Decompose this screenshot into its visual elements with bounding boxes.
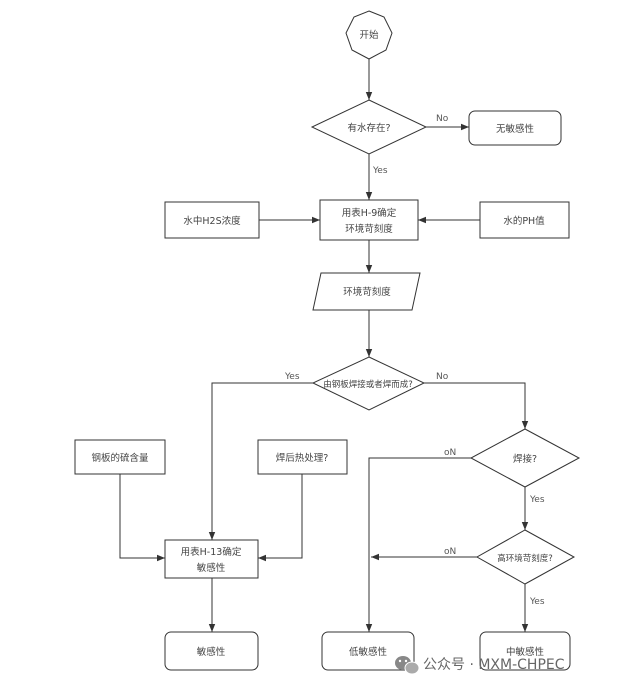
node-low-sensitivity: 低敏感性: [321, 631, 415, 671]
node-h2s: 水中H2S浓度: [164, 201, 260, 239]
node-sulfur: 钢板的硫含量: [74, 439, 166, 475]
watermark: 公众号 · MXM-CHPEC: [395, 656, 565, 675]
label-high-yes: Yes: [529, 597, 545, 607]
steel-question-label: 由钢板焊接或者焊而成?: [323, 379, 413, 390]
label-water-no: No: [436, 114, 449, 124]
weld-question-label: 焊接?: [513, 453, 537, 465]
node-has-water: 有水存在?: [310, 99, 428, 155]
watermark-text: 公众号 · MXM-CHPEC: [423, 657, 565, 673]
node-ph: 水的PH值: [479, 201, 570, 239]
table-h13-line2: 敏感性: [197, 562, 226, 574]
env-severity-label: 环境苛刻度: [343, 286, 391, 298]
edge-labels: No Yes Yes No oN Yes oN Yes: [284, 114, 545, 607]
no-sensitivity-label: 无敏感性: [496, 123, 535, 135]
edge-weld-low: [365, 457, 471, 632]
node-weld-question: 焊接?: [469, 428, 581, 488]
node-mid-sensitivity: 中敏感性: [479, 631, 571, 671]
label-water-yes: Yes: [372, 166, 388, 176]
node-sensitivity: 敏感性: [164, 631, 259, 671]
edge-steel-h13: [208, 382, 313, 540]
edges: [119, 59, 529, 632]
label-weld-yes: Yes: [529, 495, 545, 505]
wechat-icon: [395, 656, 420, 675]
label-steel-no: No: [436, 372, 449, 382]
label-steel-yes: Yes: [284, 372, 300, 382]
label-high-no: oN: [444, 547, 456, 557]
node-pwht: 焊后热处理?: [257, 439, 348, 475]
edge-steel-weld: [424, 382, 529, 429]
h2s-label: 水中H2S浓度: [183, 215, 241, 227]
table-h9-line2: 环境苛刻度: [345, 223, 393, 235]
low-sensitivity-label: 低敏感性: [349, 646, 388, 658]
node-table-h13: 用表H-13确定 敏感性: [164, 539, 259, 579]
node-high-severity: 高环境苛刻度?: [475, 529, 576, 585]
node-env-severity: 环境苛刻度: [312, 272, 421, 311]
edge-sulfur-h13: [119, 474, 165, 562]
node-no-sensitivity: 无敏感性: [468, 110, 562, 146]
sensitivity-label: 敏感性: [197, 646, 226, 658]
node-steel-question: 由钢板焊接或者焊而成?: [311, 356, 426, 411]
mid-sensitivity-label: 中敏感性: [506, 646, 545, 658]
ph-label: 水的PH值: [503, 215, 545, 227]
table-h13-line1: 用表H-13确定: [181, 546, 242, 558]
has-water-label: 有水存在?: [347, 122, 390, 134]
pwht-label: 焊后热处理?: [276, 452, 329, 464]
start-label: 开始: [359, 29, 379, 41]
label-weld-no: oN: [444, 448, 456, 458]
table-h9-line1: 用表H-9确定: [342, 207, 397, 219]
node-table-h9: 用表H-9确定 环境苛刻度: [319, 199, 419, 241]
node-start: 开始: [345, 10, 393, 60]
sulfur-label: 钢板的硫含量: [91, 452, 149, 464]
edge-pwht-h13: [258, 474, 303, 562]
high-severity-label: 高环境苛刻度?: [497, 553, 553, 564]
